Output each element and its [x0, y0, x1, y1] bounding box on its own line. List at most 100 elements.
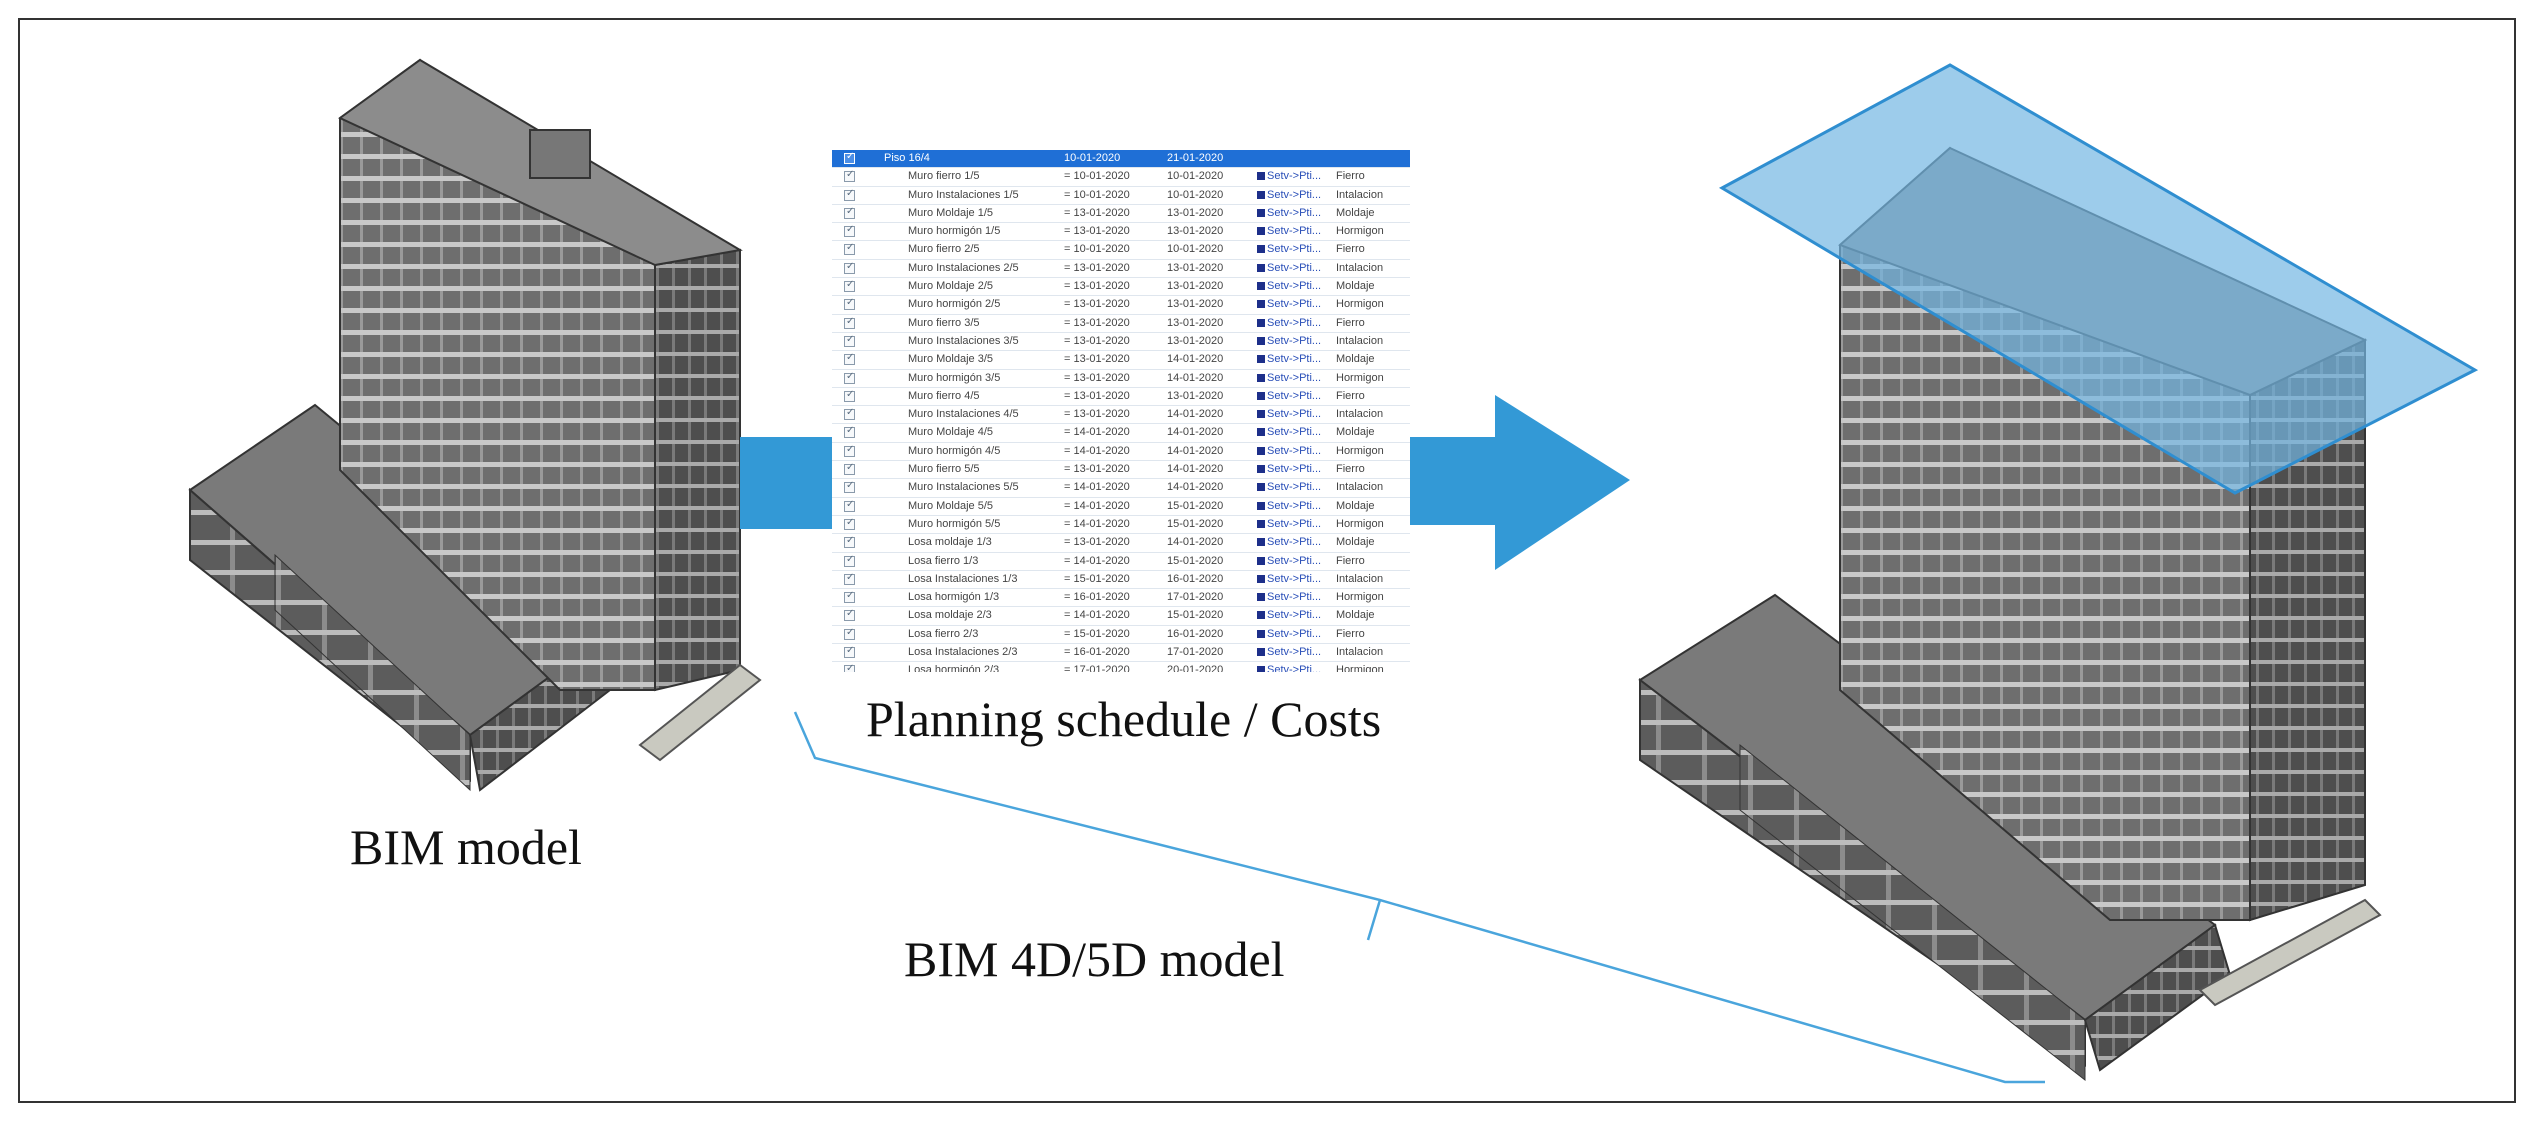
- row-checkbox[interactable]: [844, 279, 855, 293]
- schedule-row[interactable]: Muro Instalaciones 1/5= 10-01-202010-01-…: [832, 187, 1410, 205]
- row-checkbox[interactable]: [844, 645, 855, 659]
- task-end: 20-01-2020: [1167, 664, 1224, 672]
- task-start: = 14-01-2020: [1064, 609, 1130, 622]
- task-name: Muro hormigón 1/5: [908, 225, 1001, 238]
- row-checkbox[interactable]: [844, 352, 855, 366]
- task-type: Intalacion: [1336, 572, 1384, 585]
- task-end: 13-01-2020: [1167, 298, 1224, 311]
- 4d-base-slab: [2198, 898, 2382, 1007]
- 4d-highlight-plane: [1718, 63, 2479, 495]
- row-checkbox[interactable]: [844, 389, 855, 402]
- task-start: = 17-01-2020: [1064, 664, 1130, 672]
- task-predecessor: Setv->Pti...: [1257, 591, 1321, 603]
- schedule-row[interactable]: Muro Instalaciones 2/5= 13-01-202013-01-…: [832, 260, 1410, 279]
- row-checkbox[interactable]: [844, 554, 855, 567]
- task-predecessor: Setv->Pti...: [1257, 262, 1321, 274]
- schedule-row[interactable]: Muro Moldaje 4/5= 14-01-202014-01-2020Se…: [832, 424, 1410, 443]
- row-checkbox[interactable]: [844, 499, 855, 512]
- task-end: 17-01-2020: [1167, 646, 1224, 659]
- schedule-row[interactable]: Muro hormigón 3/5= 13-01-202014-01-2020S…: [832, 370, 1410, 388]
- row-checkbox[interactable]: [844, 261, 855, 274]
- task-end: 13-01-2020: [1167, 261, 1224, 274]
- row-checkbox[interactable]: [844, 188, 855, 201]
- schedule-row[interactable]: Losa hormigón 2/3= 17-01-202020-01-2020S…: [832, 662, 1410, 672]
- schedule-row[interactable]: Muro fierro 2/5= 10-01-202010-01-2020Set…: [832, 241, 1410, 260]
- row-checkbox[interactable]: [844, 297, 855, 311]
- task-name: Losa moldaje 2/3: [908, 609, 992, 622]
- row-checkbox[interactable]: [844, 590, 855, 604]
- task-end: 14-01-2020: [1167, 444, 1224, 457]
- schedule-row[interactable]: Muro hormigón 1/5= 13-01-202013-01-2020S…: [832, 223, 1410, 242]
- schedule-row[interactable]: Losa hormigón 1/3= 16-01-202017-01-2020S…: [832, 589, 1410, 608]
- task-type: Moldaje: [1336, 206, 1375, 219]
- row-checkbox[interactable]: [844, 407, 855, 421]
- task-end: 15-01-2020: [1167, 554, 1224, 567]
- row-checkbox[interactable]: [844, 242, 855, 256]
- task-end: 15-01-2020: [1167, 499, 1224, 512]
- task-end: 14-01-2020: [1167, 463, 1224, 476]
- schedule-row[interactable]: Muro hormigón 2/5= 13-01-202013-01-2020S…: [832, 296, 1410, 315]
- row-checkbox[interactable]: [844, 224, 855, 238]
- row-checkbox[interactable]: [844, 462, 855, 476]
- task-predecessor: Setv->Pti...: [1257, 243, 1321, 255]
- bim-podium-front-lower: [274, 553, 471, 792]
- row-checkbox[interactable]: [844, 535, 855, 549]
- row-checkbox[interactable]: [844, 425, 855, 439]
- task-name: Losa fierro 1/3: [908, 554, 979, 567]
- schedule-row[interactable]: Muro Instalaciones 5/5= 14-01-202014-01-…: [832, 479, 1410, 498]
- schedule-row[interactable]: Muro Moldaje 3/5= 13-01-202014-01-2020Se…: [832, 351, 1410, 370]
- row-checkbox[interactable]: [844, 169, 855, 183]
- schedule-row[interactable]: Muro fierro 3/5= 13-01-202013-01-2020Set…: [832, 315, 1410, 333]
- header-checkbox[interactable]: [844, 151, 855, 164]
- task-predecessor: Setv->Pti...: [1257, 445, 1321, 457]
- schedule-row[interactable]: Losa moldaje 1/3= 13-01-202014-01-2020Se…: [832, 534, 1410, 553]
- schedule-row[interactable]: Losa moldaje 2/3= 14-01-202015-01-2020Se…: [832, 607, 1410, 626]
- schedule-row[interactable]: Muro hormigón 5/5= 14-01-202015-01-2020S…: [832, 516, 1410, 535]
- schedule-row[interactable]: Muro Moldaje 2/5= 13-01-202013-01-2020Se…: [832, 278, 1410, 297]
- task-name: Muro Moldaje 4/5: [908, 426, 993, 439]
- schedule-row[interactable]: Muro Instalaciones 4/5= 13-01-202014-01-…: [832, 406, 1410, 425]
- schedule-row[interactable]: Muro Instalaciones 3/5= 13-01-202013-01-…: [832, 333, 1410, 352]
- schedule-row[interactable]: Losa Instalaciones 2/3= 16-01-202017-01-…: [832, 644, 1410, 663]
- row-checkbox[interactable]: [844, 371, 855, 384]
- task-start: = 14-01-2020: [1064, 499, 1130, 512]
- schedule-row[interactable]: Muro fierro 5/5= 13-01-202014-01-2020Set…: [832, 461, 1410, 480]
- task-name: Muro Moldaje 1/5: [908, 206, 993, 219]
- row-checkbox[interactable]: [844, 627, 855, 640]
- row-checkbox[interactable]: [844, 572, 855, 585]
- row-checkbox[interactable]: [844, 334, 855, 347]
- schedule-row[interactable]: Muro fierro 4/5= 13-01-202013-01-2020Set…: [832, 388, 1410, 407]
- task-name: Losa fierro 2/3: [908, 627, 979, 640]
- schedule-row[interactable]: Losa fierro 1/3= 14-01-202015-01-2020Set…: [832, 553, 1410, 571]
- schedule-row[interactable]: Losa fierro 2/3= 15-01-202016-01-2020Set…: [832, 626, 1410, 645]
- row-checkbox[interactable]: [844, 316, 855, 329]
- row-checkbox[interactable]: [844, 444, 855, 457]
- task-end: 10-01-2020: [1167, 170, 1224, 183]
- task-start: = 14-01-2020: [1064, 426, 1130, 439]
- task-predecessor: Setv->Pti...: [1257, 609, 1321, 621]
- schedule-row[interactable]: Muro Moldaje 1/5= 13-01-202013-01-2020Se…: [832, 205, 1410, 224]
- row-checkbox[interactable]: [844, 206, 855, 219]
- bim-tower-side: [654, 248, 741, 692]
- row-checkbox[interactable]: [844, 608, 855, 622]
- task-predecessor: Setv->Pti...: [1257, 353, 1321, 365]
- task-start: = 13-01-2020: [1064, 225, 1130, 238]
- task-type: Intalacion: [1336, 481, 1384, 494]
- task-predecessor: Setv->Pti...: [1257, 335, 1321, 347]
- task-end: 14-01-2020: [1167, 353, 1224, 366]
- row-checkbox[interactable]: [844, 663, 855, 672]
- schedule-row[interactable]: Muro hormigón 4/5= 14-01-202014-01-2020S…: [832, 443, 1410, 462]
- task-type: Moldaje: [1336, 609, 1375, 622]
- schedule-row[interactable]: Muro Moldaje 5/5= 14-01-202015-01-2020Se…: [832, 498, 1410, 516]
- task-predecessor: Setv->Pti...: [1257, 225, 1321, 237]
- task-start: = 13-01-2020: [1064, 206, 1130, 219]
- row-checkbox[interactable]: [844, 517, 855, 530]
- task-type: Intalacion: [1336, 188, 1384, 201]
- task-start: = 16-01-2020: [1064, 591, 1130, 604]
- schedule-row[interactable]: Losa Instalaciones 1/3= 15-01-202016-01-…: [832, 571, 1410, 590]
- task-name: Losa hormigón 2/3: [908, 664, 1000, 672]
- row-checkbox[interactable]: [844, 480, 855, 494]
- schedule-row[interactable]: Muro fierro 1/5= 10-01-202010-01-2020Set…: [832, 168, 1410, 187]
- task-type: Moldaje: [1336, 536, 1375, 549]
